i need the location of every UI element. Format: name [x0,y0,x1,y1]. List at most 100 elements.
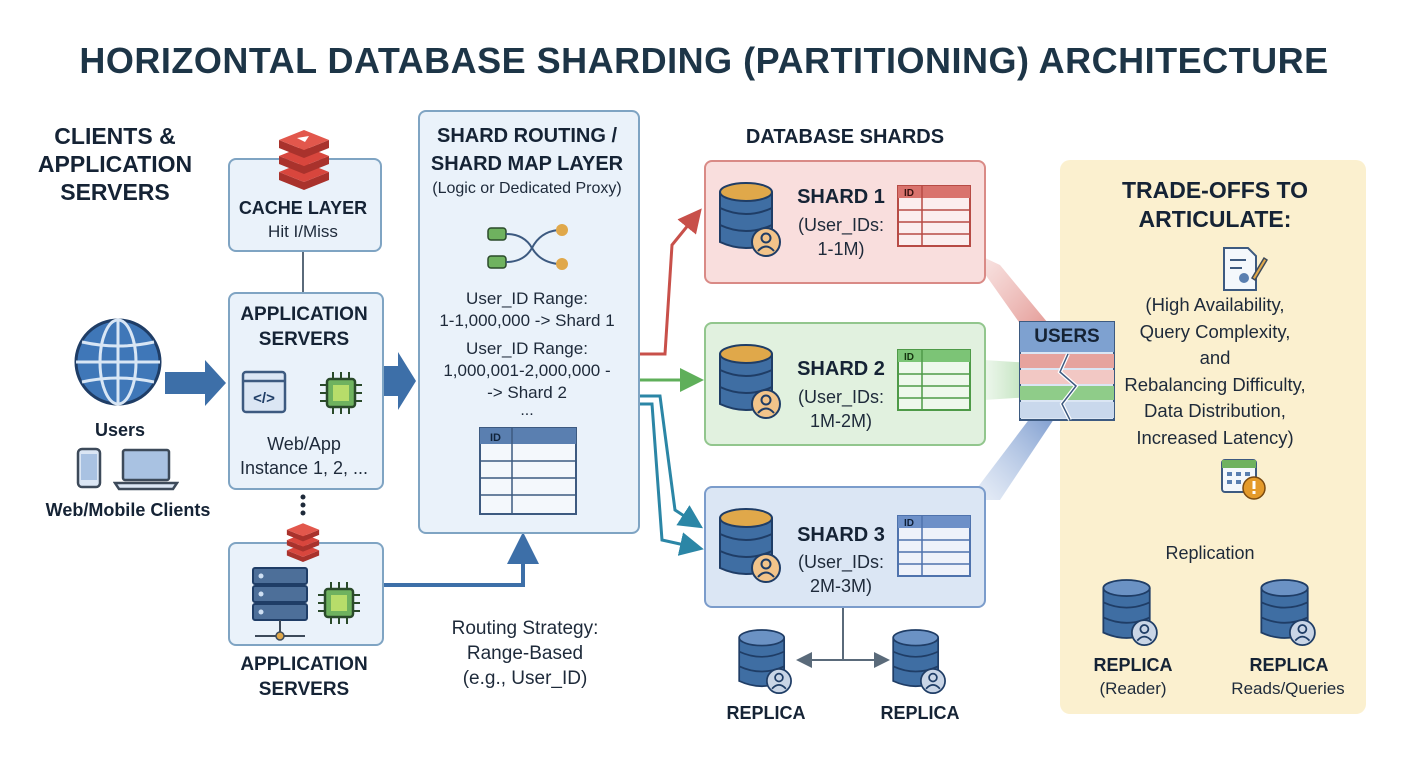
server-rack-icon [252,567,308,641]
app-bottom-title-line: SERVERS [258,679,350,700]
shard-1-table: ID [897,185,971,247]
cache-subtitle: Hit I/Miss [268,222,338,241]
range1-line: 1-1,000,000 -> Shard 1 [439,311,615,330]
app-servers-title: APPLICATION SERVERS [228,302,380,352]
bottom-app-to-routing-arrow [382,532,539,587]
clients-heading: CLIENTS & APPLICATION SERVERS [30,122,200,206]
shard-1-name: SHARD 1 [797,186,885,208]
replica-queries-icon [1260,579,1316,646]
strategy-line: Routing Strategy: [451,618,599,639]
shard-table-header: ID [904,518,914,529]
range2-line: User_ID Range: [466,339,588,358]
replica-label: REPLICA [726,703,806,723]
tradeoff-item: Increased Latency) [1136,426,1294,448]
routing-to-shard1-arrow [638,208,702,356]
replica-reader-role: (Reader) [1099,679,1167,698]
redis-icon [279,130,329,190]
clients-label: Web/Mobile Clients [45,500,211,520]
replica-queries-name: REPLICA [1249,655,1329,675]
calendar-alert-icon [1221,459,1266,500]
shard-3-content: SHARD 3 (User_IDs: 2M-3M) ID [704,486,982,604]
shard-range: 2M-3M) [810,576,872,596]
router-icon [487,224,568,270]
tradeoff-item: Query Complexity, [1139,320,1291,342]
app-to-routing-arrow [382,352,416,410]
svg-text:</>: </> [253,390,275,407]
range1-line: User_ID Range: [466,289,588,308]
tradeoff-item: Data Distribution, [1144,400,1286,421]
tradeoffs-title: TRADE-OFFS TO ARTICULATE: [1090,176,1340,234]
database-icon [719,344,781,419]
users-table-label: USERS [1034,326,1100,347]
globe-icon [74,318,162,406]
app-instance-line: Web/App [267,434,341,454]
tradeoffs-list: (High Availability, Query Complexity, an… [1100,292,1330,451]
page-title: HORIZONTAL DATABASE SHARDING (PARTITIONI… [79,40,1329,81]
document-icon [1223,247,1268,291]
shard-1-content: SHARD 1 (User_IDs: 1-1M) ID [704,160,982,280]
strategy-line: Range-Based [466,643,584,664]
tradeoff-item: and [1199,347,1231,368]
map-table-header: ID [490,432,501,444]
shard-3-table: ID [897,515,971,577]
tradeoffs-title-line: TRADE-OFFS TO [1121,177,1309,203]
chip-icon [318,582,360,624]
shard-3-ids: (User_IDs: 2M-3M) [786,550,896,598]
routing-title-line: SHARD MAP LAYER [430,153,624,175]
ellipsis-dot [300,502,306,508]
tradeoff-item: Rebalancing Difficulty, [1124,373,1306,395]
app-title-line: SERVERS [258,329,350,350]
replica-queries-role: Reads/Queries [1231,679,1345,698]
users-to-app-arrow [165,360,226,406]
shard-2-table: ID [897,349,971,411]
shard-2-name: SHARD 2 [797,358,885,380]
users-table: USERS [1018,320,1116,422]
users-table-graphic [1019,321,1115,421]
shard-1-ids: (User_IDs: 1-1M) [786,213,896,261]
replica-database-icon [892,629,946,695]
shard-2-ids: (User_IDs: 1M-2M) [786,385,896,433]
replica-reader-icon [1102,579,1158,646]
replica-reader-name: REPLICA [1093,655,1173,675]
range2-line: -> Shard 2 [487,383,567,402]
laptop-icon [113,448,179,491]
cache-title: CACHE LAYER [238,198,368,218]
replication-label: Replication [1165,543,1255,563]
replica-label: REPLICA [880,703,960,723]
shard-range: 1M-2M) [810,411,872,431]
shard-range: 1-1M) [817,239,865,259]
ellipsis-dot [300,510,306,516]
shard-table-header: ID [904,188,914,199]
clients-heading-line: CLIENTS & [54,123,176,149]
code-window-icon: </> [241,370,287,414]
users-label: Users [94,420,146,440]
database-icon [719,508,781,583]
app-instance-label: Web/App Instance 1, 2, ... [228,432,380,480]
phone-icon [76,447,102,489]
replica-database-icon [738,629,792,695]
app-bottom-title-line: APPLICATION [240,654,368,675]
shard-map-table: ID [479,427,577,515]
database-shards-heading: DATABASE SHARDS [745,126,945,148]
shard-table-header: ID [904,352,914,363]
shard3-users-flow [968,405,1060,500]
chip-icon [320,372,362,414]
routing-more: ... [520,402,534,419]
shard-ids-label: (User_IDs: [797,387,884,407]
app-title-line: APPLICATION [240,304,368,325]
shard-2-content: SHARD 2 (User_IDs: 1M-2M) ID [704,322,982,442]
app-servers-bottom-title: APPLICATION SERVERS [218,652,390,702]
routing-title-line: SHARD ROUTING / [437,125,617,147]
tradeoff-item: (High Availability, [1145,294,1285,315]
ellipsis-dot [300,494,306,500]
routing-title: SHARD ROUTING / SHARD MAP LAYER [418,122,636,178]
routing-to-shard3b-arrow [638,402,704,556]
redis-icon [286,523,320,562]
strategy-line: (e.g., User_ID) [462,668,588,689]
routing-strategy: Routing Strategy: Range-Based (e.g., Use… [420,616,630,691]
app-instance-line: Instance 1, 2, ... [239,458,369,478]
range2-line: 1,000,001-2,000,000 - [443,361,611,380]
shard-ids-label: (User_IDs: [797,552,884,572]
routing-to-shard3a-arrow [638,394,704,529]
network-icon [275,631,285,641]
